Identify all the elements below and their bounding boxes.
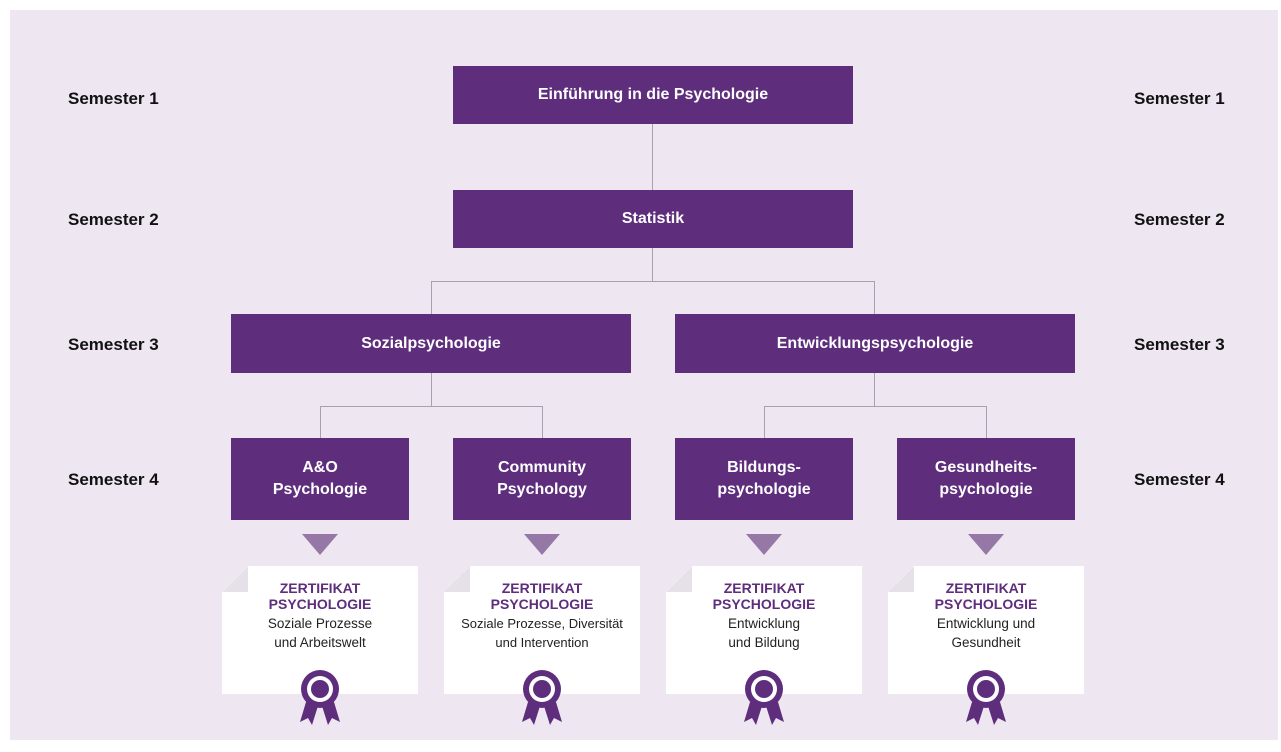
node-gesundheit-line2: psychologie — [939, 481, 1033, 498]
certificate-title-line1: ZERTIFIKAT — [945, 580, 1027, 596]
node-bildung-line1: Bildungs- — [727, 459, 801, 476]
connector-entwicklung-down — [874, 373, 875, 406]
arrow-down-icon — [746, 534, 782, 555]
connector-entwicklung-horizontal — [764, 406, 986, 407]
connector-statistik-down — [652, 248, 653, 281]
node-entwicklungspsychologie-label: Entwicklungspsychologie — [776, 334, 974, 352]
semester-1-label-right: Semester 1 — [1134, 89, 1225, 108]
certificate-subtitle-line2: und Bildung — [728, 635, 800, 650]
node-statistik-label: Statistik — [621, 210, 685, 227]
connector-sozial-horizontal — [320, 406, 542, 407]
connector-to-sozial — [431, 281, 432, 314]
node-gesundheitspsychologie: Gesundheits- psychologie — [897, 438, 1075, 520]
arrow-down-icon — [524, 534, 560, 555]
certificate-subtitle-line2: und Arbeitswelt — [274, 635, 366, 650]
page-fold-shadow — [888, 566, 914, 592]
semester-1-label-left: Semester 1 — [68, 89, 159, 108]
node-bildung-line2: psychologie — [717, 481, 811, 498]
node-ao-psychologie: A&O Psychologie — [231, 438, 409, 520]
connector-to-entwicklung — [874, 281, 875, 314]
page-fold-shadow — [222, 566, 248, 592]
certificate-title-line2: PSYCHOLOGIE — [490, 596, 594, 612]
node-entwicklungspsychologie: Entwicklungspsychologie — [675, 314, 1075, 373]
connector-intro-statistik — [652, 124, 653, 190]
semester-3-label-left: Semester 3 — [68, 335, 159, 354]
certificate-subtitle: Entwicklung und Bildung — [666, 614, 862, 652]
certificate-subtitle: Entwicklung und Gesundheit — [888, 614, 1084, 652]
certificate-title: ZERTIFIKAT PSYCHOLOGIE — [444, 580, 640, 612]
certificate-title-line2: PSYCHOLOGIE — [712, 596, 816, 612]
certificate-subtitle: Soziale Prozesse und Arbeitswelt — [222, 614, 418, 652]
connector-to-gesundheit — [986, 406, 987, 438]
award-medal-icon — [522, 670, 562, 725]
semester-4-label-right: Semester 4 — [1134, 470, 1225, 489]
node-community-psychology: Community Psychology — [453, 438, 631, 520]
node-bildungspsychologie: Bildungs- psychologie — [675, 438, 853, 520]
certificate-subtitle-line1: Entwicklung — [727, 616, 801, 631]
node-ao-line2: Psychologie — [272, 481, 368, 498]
certificate-title-line2: PSYCHOLOGIE — [934, 596, 1038, 612]
connector-sozial-down — [431, 373, 432, 406]
certificate-title: ZERTIFIKAT PSYCHOLOGIE — [222, 580, 418, 612]
semester-2-label-right: Semester 2 — [1134, 210, 1225, 229]
certificate-subtitle-line2: Gesundheit — [951, 635, 1021, 650]
certificate-card: ZERTIFIKAT PSYCHOLOGIE Soziale Prozesse … — [222, 566, 418, 694]
certificate-subtitle-line2: und Intervention — [495, 635, 589, 650]
award-medal-icon — [966, 670, 1006, 725]
node-statistik: Statistik — [453, 190, 853, 248]
certificate-title-line1: ZERTIFIKAT — [279, 580, 361, 596]
certificate-title-line2: PSYCHOLOGIE — [268, 596, 372, 612]
semester-3-label-right: Semester 3 — [1134, 335, 1225, 354]
connector-to-community — [542, 406, 543, 438]
award-medal-icon — [300, 670, 340, 725]
node-sozialpsychologie: Sozialpsychologie — [231, 314, 631, 373]
connector-to-bildung — [764, 406, 765, 438]
node-community-line2: Psychology — [497, 481, 587, 498]
certificate-subtitle: Soziale Prozesse, Diversität und Interve… — [444, 614, 640, 652]
connector-to-ao — [320, 406, 321, 438]
award-medal-icon — [744, 670, 784, 725]
node-ao-line1: A&O — [302, 459, 338, 476]
node-einfuehrung-label: Einführung in die Psychologie — [537, 86, 769, 103]
arrow-down-icon — [302, 534, 338, 555]
certificate-title: ZERTIFIKAT PSYCHOLOGIE — [888, 580, 1084, 612]
semester-4-label-left: Semester 4 — [68, 470, 159, 489]
page-fold-shadow — [444, 566, 470, 592]
certificate-subtitle-line1: Entwicklung und — [936, 616, 1036, 631]
node-einfuehrung: Einführung in die Psychologie — [453, 66, 853, 124]
certificate-subtitle-line1: Soziale Prozesse — [267, 616, 373, 631]
certificate-subtitle-line1: Soziale Prozesse, Diversität — [461, 616, 623, 631]
certificate-title: ZERTIFIKAT PSYCHOLOGIE — [666, 580, 862, 612]
certificate-card: ZERTIFIKAT PSYCHOLOGIE Entwicklung und B… — [666, 566, 862, 694]
connector-semester3-horizontal — [431, 281, 874, 282]
node-gesundheit-line1: Gesundheits- — [934, 459, 1038, 476]
semester-2-label-left: Semester 2 — [68, 210, 159, 229]
arrow-down-icon — [968, 534, 1004, 555]
certificate-title-line1: ZERTIFIKAT — [723, 580, 805, 596]
node-sozialpsychologie-label: Sozialpsychologie — [361, 334, 501, 352]
certificate-title-line1: ZERTIFIKAT — [501, 580, 583, 596]
node-community-line1: Community — [498, 459, 586, 476]
page-fold-shadow — [666, 566, 692, 592]
